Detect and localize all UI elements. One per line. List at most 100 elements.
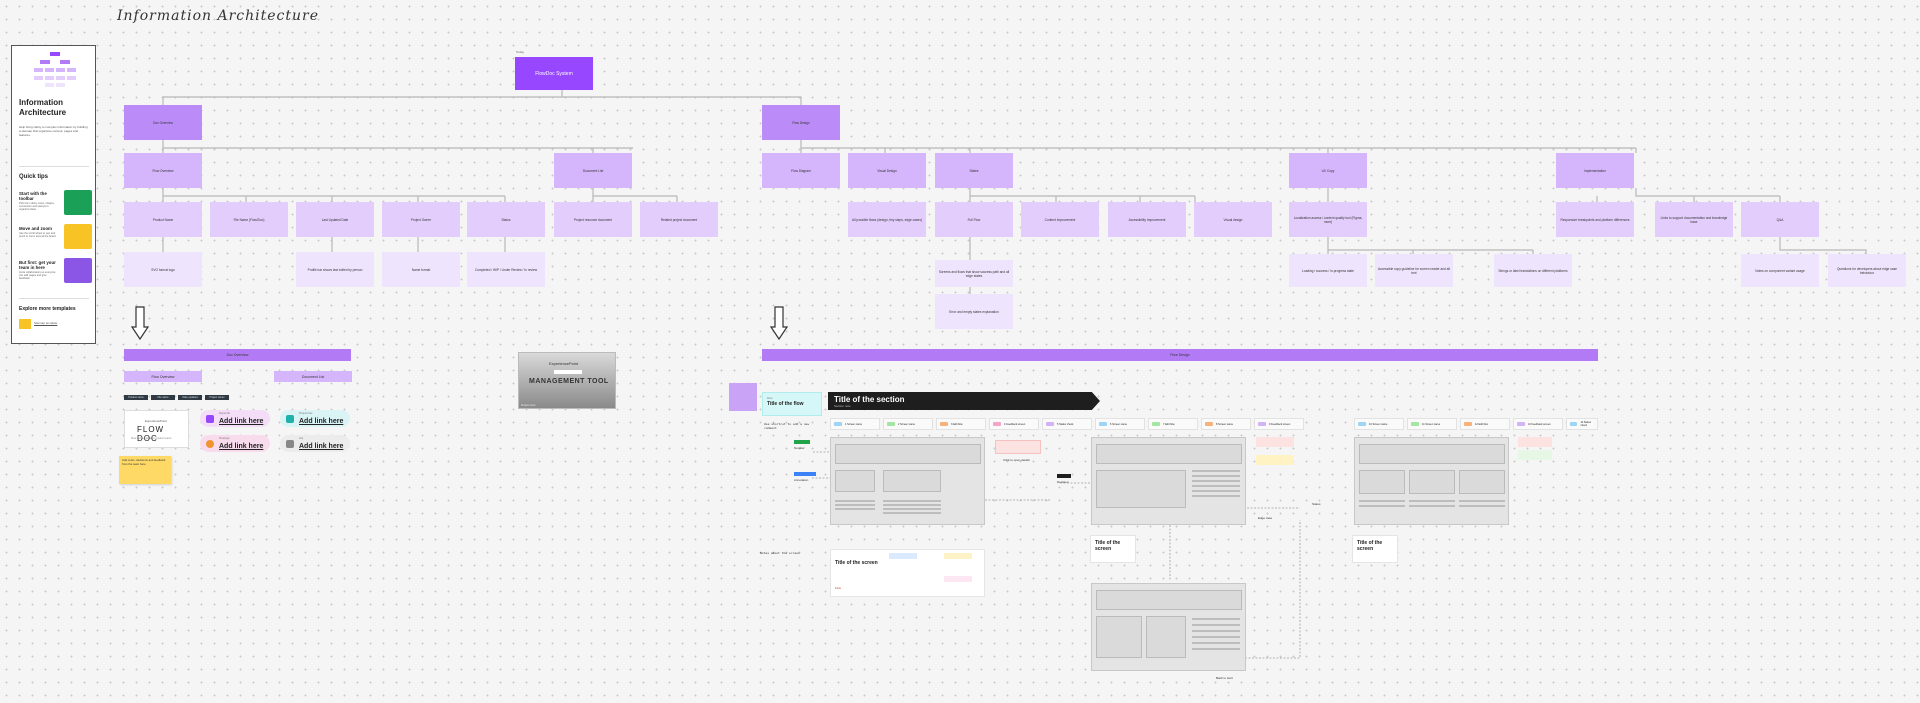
node-project-owner[interactable]: Project Owner: [382, 202, 460, 237]
node-qa[interactable]: Q&A: [1741, 202, 1819, 237]
node-error-states[interactable]: Error and empty states explanation: [935, 294, 1013, 329]
figma-icon: [206, 414, 214, 423]
step-5[interactable]: 5 Status check: [1042, 418, 1092, 430]
doc-overview-bar[interactable]: Doc Overview: [124, 349, 351, 361]
screen-wireframe-2[interactable]: [1091, 437, 1246, 525]
node-root[interactable]: FlowDoc System: [515, 57, 593, 90]
node-flow-overview[interactable]: Flow Overview: [124, 153, 202, 188]
node-content-improvement[interactable]: Content Improvement: [1021, 202, 1099, 237]
label-number-tag: [794, 440, 810, 444]
node-file-name[interactable]: File Name (Flow/Doc): [210, 202, 288, 237]
annotation-card-error[interactable]: [995, 440, 1041, 454]
node-all-possible-flows[interactable]: All possible flows (design, tiny steps, …: [848, 202, 926, 237]
prototype-icon: [206, 439, 214, 448]
node-document-list[interactable]: Document List: [554, 153, 632, 188]
node-related-document[interactable]: Related project document: [640, 202, 718, 237]
step-6[interactable]: 6 Screen name: [1095, 418, 1145, 430]
board-title: Information Architecture: [117, 8, 319, 24]
node-product-name[interactable]: Product Name: [124, 202, 202, 237]
annotation-note-1: Use shortcut to add a new comment: [764, 422, 810, 430]
explore-templates-heading: Explore more templates: [19, 306, 76, 312]
template-info-panel: Information Architecture Help bring clar…: [11, 45, 96, 344]
node-name-format[interactable]: Name format: [382, 252, 460, 287]
doc-sub-flow-overview[interactable]: Flow Overview: [124, 371, 202, 382]
screen-wireframe-3[interactable]: [1354, 437, 1509, 525]
node-states[interactable]: States: [935, 153, 1013, 188]
annotation-note-3: Notes about the screen: [760, 551, 800, 555]
screen-wireframe-4[interactable]: [1091, 583, 1246, 671]
node-responsive[interactable]: Responsive breakpoints and platform diff…: [1556, 202, 1634, 237]
node-implementation[interactable]: Implementation: [1556, 153, 1634, 188]
node-flow-diagram[interactable]: Flow Diagram: [762, 153, 840, 188]
screen-title-card-2[interactable]: Title of the screen: [1090, 535, 1136, 563]
node-accessible-copy[interactable]: Accessible copy guideline for screen rea…: [1375, 254, 1453, 287]
screen-wireframe-1[interactable]: [830, 437, 985, 525]
node-dev-questions[interactable]: Questions for developers about edge case…: [1828, 254, 1906, 287]
section-header[interactable]: Title of the section Section note: [828, 392, 1100, 410]
node-full-flow[interactable]: Full Flow: [935, 202, 1013, 237]
chip-project-owner[interactable]: Project owner: [205, 395, 229, 400]
step-9[interactable]: 9 Feedback screen: [1254, 418, 1304, 430]
chip-file-name[interactable]: File name: [151, 395, 175, 400]
node-translations[interactable]: Strings or label translations on differe…: [1494, 254, 1572, 287]
node-accessibility-improvement[interactable]: Accessibility Improvement: [1108, 202, 1186, 237]
node-localization[interactable]: Localization access / content quality to…: [1289, 202, 1367, 237]
annotation-card-2[interactable]: [1256, 437, 1294, 447]
node-success-path[interactable]: Screens and flows that show success path…: [935, 260, 1013, 287]
node-support-links[interactable]: Links to support documentation and knowl…: [1655, 202, 1733, 237]
node-last-updated[interactable]: Last Updated Date: [296, 202, 374, 237]
project-cover-image[interactable]: ExperiencePoint MANAGEMENT TOOL Project …: [518, 352, 616, 409]
annotation-card-4[interactable]: [1518, 437, 1552, 447]
step-1[interactable]: 1 Screen name: [830, 418, 880, 430]
decision-tag: [1057, 474, 1071, 478]
node-doc-overview[interactable]: Doc Overview: [124, 105, 202, 140]
node-status[interactable]: Status: [467, 202, 545, 237]
annotation-note-4: Edge case: [1258, 516, 1273, 520]
root-sublabel: Today: [516, 50, 525, 54]
node-svg-logo[interactable]: SVG format logo: [124, 252, 202, 287]
step-13[interactable]: 13 Feedback screen: [1513, 418, 1563, 430]
share-illustration-icon: [64, 258, 92, 283]
step-4[interactable]: 4 Feedback screen: [989, 418, 1039, 430]
node-project-resource[interactable]: Project resource document: [554, 202, 632, 237]
node-visual-design-sub[interactable]: Visual design: [1194, 202, 1272, 237]
template-link[interactable]: Sitemap template: [34, 321, 58, 325]
step-11[interactable]: 11 Screen name: [1407, 418, 1457, 430]
node-status-values[interactable]: Completed / WIP / Under Review / In revi…: [467, 252, 545, 287]
node-loading-state[interactable]: Loading / success / in-progress state: [1289, 254, 1367, 287]
screen-title-card-3[interactable]: Title of the screen: [1352, 535, 1398, 563]
doc-sub-document-list[interactable]: Document List: [274, 371, 352, 382]
chip-product-name[interactable]: Product name: [124, 395, 148, 400]
annotation-note-5: Back to start: [1216, 676, 1233, 680]
sticky-note[interactable]: Add notes, decisions and feedback from t…: [119, 456, 171, 484]
node-flow-design[interactable]: Flow Design: [762, 105, 840, 140]
node-component-notes[interactable]: Notes on component variant usage: [1741, 254, 1819, 287]
node-profile-bar[interactable]: Profile bar shows last edited by person: [296, 252, 374, 287]
document-icon: [286, 414, 294, 423]
annotation-card-5[interactable]: [1518, 450, 1552, 460]
flow-sticky-note[interactable]: [729, 383, 757, 411]
flow-title-card[interactable]: Flow Title of the flow: [762, 392, 822, 416]
step-10[interactable]: 10 Screen name: [1354, 418, 1404, 430]
label-decision: Decision: [1057, 480, 1069, 484]
annotation-card-3[interactable]: [1256, 455, 1294, 465]
step-14[interactable]: 14 Status check: [1566, 418, 1598, 430]
flowdoc-card[interactable]: ExperiencePoint FLOW DOC Flow doc templa…: [124, 410, 189, 448]
node-visual-design[interactable]: Visual Design: [848, 153, 926, 188]
label-annotation-tag: [794, 472, 816, 476]
step-8[interactable]: 8 Screen name: [1201, 418, 1251, 430]
step-12[interactable]: 12 Edit flow: [1460, 418, 1510, 430]
step-3[interactable]: 3 Edit flow: [936, 418, 986, 430]
flow-design-bar[interactable]: Flow Design: [762, 349, 1598, 361]
chip-date-updated[interactable]: Date updated: [178, 395, 202, 400]
step-7[interactable]: 7 Edit flow: [1148, 418, 1198, 430]
step-2[interactable]: 2 Screen name: [883, 418, 933, 430]
screen-title-card-1[interactable]: Title of the screen Flow: [830, 549, 985, 597]
node-ux-copy[interactable]: UX Copy: [1289, 153, 1367, 188]
